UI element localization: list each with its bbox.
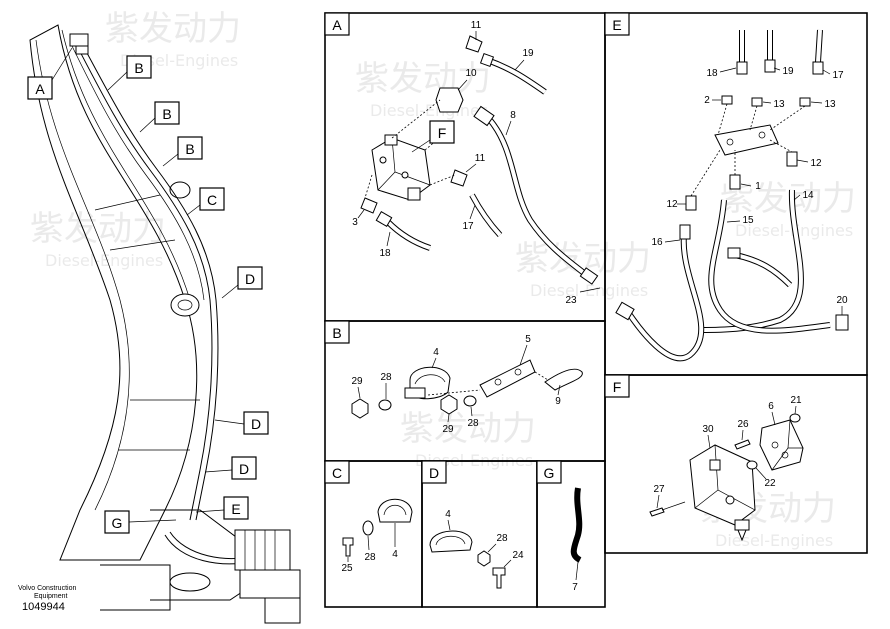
A-num-3: 3: [352, 217, 358, 228]
panel-F: F 30 26 6 21 27 22: [604, 374, 868, 554]
A-num-17: 17: [462, 221, 474, 232]
panel-D-title: D: [429, 465, 439, 481]
callout-B-2[interactable]: B: [139, 101, 180, 133]
E-num-18: 18: [706, 68, 718, 79]
E-num-19: 19: [782, 66, 794, 77]
panel-A: A: [324, 12, 606, 322]
F-num-22: 22: [764, 478, 776, 489]
B-num-4: 4: [433, 347, 439, 358]
boom-overview: [29, 24, 301, 624]
panel-A-title: A: [332, 17, 342, 33]
svg-text:B: B: [134, 60, 143, 76]
E-num-1: 12: [666, 199, 678, 210]
svg-text:D: D: [239, 461, 249, 477]
F-num-6: 6: [768, 401, 774, 412]
watermark-cn-3: 紫发动力: [30, 209, 166, 249]
E-num-12a: 1: [755, 181, 761, 192]
F-num-27: 27: [653, 484, 665, 495]
F-num-21: 21: [790, 395, 802, 406]
callout-E[interactable]: E: [195, 496, 249, 520]
E-num-17: 17: [832, 70, 844, 81]
B-num-9: 9: [555, 396, 561, 407]
footer-doc-number: 1049944: [22, 601, 65, 613]
A-num-23: 23: [565, 295, 577, 306]
panel-C: C 25 28 4: [324, 460, 423, 608]
D-num-4: 4: [445, 509, 451, 520]
svg-text:E: E: [231, 501, 240, 517]
G-num-7: 7: [572, 582, 578, 593]
svg-text:A: A: [35, 81, 45, 97]
A-num-10: 10: [465, 68, 477, 79]
panel-E-title: E: [612, 17, 621, 33]
B-num-28a: 28: [380, 372, 392, 383]
panel-C-title: C: [332, 465, 342, 481]
svg-text:C: C: [207, 192, 217, 208]
overview-callouts: A B B B C D D: [27, 47, 269, 534]
A-num-18: 18: [379, 248, 391, 259]
E-num-14: 14: [802, 190, 814, 201]
panel-E: E: [604, 12, 868, 376]
E-num-2: 2: [704, 95, 710, 106]
A-num-19: 19: [522, 48, 534, 59]
E-num-13a: 13: [773, 99, 785, 110]
footer-subtitle: Equipment: [34, 593, 68, 600]
callout-G[interactable]: G: [104, 510, 177, 534]
A-num-8: 8: [510, 110, 516, 121]
C-num-4: 4: [392, 549, 398, 560]
callout-B-1[interactable]: B: [107, 55, 152, 91]
watermark-en-3: Diesel-Engines: [45, 251, 163, 270]
watermark-cn-1: 紫发动力: [105, 9, 241, 49]
B-num-29b: 29: [442, 424, 454, 435]
svg-text:F: F: [438, 125, 447, 141]
watermark-cn-5: 紫发动力: [400, 409, 536, 449]
F-num-30: 30: [702, 424, 714, 435]
C-num-28: 28: [364, 552, 376, 563]
callout-D-1[interactable]: D: [221, 266, 263, 299]
B-num-28b: 28: [467, 418, 479, 429]
B-num-5: 5: [525, 334, 531, 345]
E-num-15: 15: [742, 215, 754, 226]
callout-B-3[interactable]: B: [162, 136, 203, 167]
D-num-28: 28: [496, 533, 508, 544]
watermark-cn-6: 紫发动力: [720, 179, 856, 219]
footer-company: Volvo Construction: [18, 585, 77, 592]
callout-D-3[interactable]: D: [204, 456, 257, 480]
svg-text:D: D: [245, 271, 255, 287]
svg-text:B: B: [185, 141, 194, 157]
watermark-en-2: Diesel-Engines: [370, 101, 488, 120]
A-num-11b: 11: [475, 153, 486, 164]
E-num-13b: 13: [824, 99, 836, 110]
svg-text:B: B: [162, 106, 171, 122]
E-num-20: 20: [836, 295, 848, 306]
panel-A-callout-F[interactable]: F: [411, 120, 455, 153]
watermark-en-7: Diesel-Engines: [715, 531, 833, 550]
callout-A[interactable]: A: [27, 47, 73, 100]
panel-F-title: F: [613, 379, 622, 395]
C-num-25: 25: [341, 563, 353, 574]
B-num-29a: 29: [351, 376, 363, 387]
svg-text:G: G: [112, 515, 123, 531]
panel-G: G 7: [536, 460, 606, 608]
callout-C[interactable]: C: [186, 187, 225, 216]
callout-D-2[interactable]: D: [214, 411, 269, 435]
watermark-cn-2: 紫发动力: [355, 59, 491, 99]
svg-text:D: D: [251, 416, 261, 432]
panel-D: D 4 28 24: [421, 460, 538, 608]
E-num-16: 16: [651, 237, 663, 248]
A-num-11a: 11: [471, 20, 482, 31]
panel-B: B 5 4 29 28 9 29 28: [324, 320, 606, 462]
D-num-24: 24: [512, 550, 524, 561]
F-num-26: 26: [737, 419, 749, 430]
E-num-12b: 12: [810, 158, 822, 169]
panel-G-title: G: [544, 465, 555, 481]
panel-B-title: B: [332, 325, 341, 341]
